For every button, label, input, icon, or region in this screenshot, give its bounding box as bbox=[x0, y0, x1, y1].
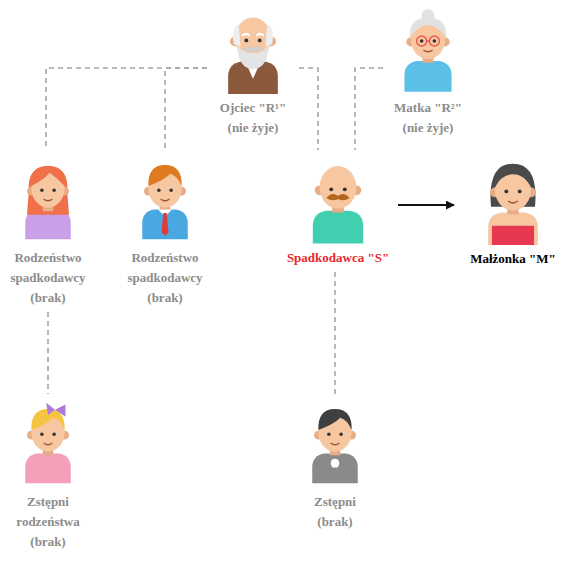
person-node: Zstępni (brak) bbox=[299, 396, 371, 534]
person-caption: Rodzeństwo spadkodawcy (brak) bbox=[4, 248, 92, 308]
person-caption: Zstępni rodzeństwa (brak) bbox=[4, 492, 92, 552]
person-caption: Rodzeństwo spadkodawcy (brak) bbox=[121, 248, 209, 308]
family-line bbox=[46, 68, 207, 150]
family-line bbox=[165, 68, 207, 150]
person-node: Zstępni rodzeństwa (brak) bbox=[3, 396, 93, 554]
person-icon bbox=[307, 398, 363, 488]
family-line bbox=[355, 68, 383, 150]
person-caption: Spadkodawca "S" bbox=[281, 248, 395, 268]
person-icon bbox=[307, 154, 369, 244]
person-node: Małżonka "M" bbox=[458, 155, 568, 271]
person-icon bbox=[20, 154, 76, 244]
family-line bbox=[334, 272, 336, 394]
family-line bbox=[299, 68, 318, 150]
person-node: Rodzeństwo spadkodawcy (brak) bbox=[3, 152, 93, 310]
person-caption: Matka "R²" (nie żyje) bbox=[384, 98, 472, 138]
person-caption: Małżonka "M" bbox=[459, 249, 567, 269]
person-icon bbox=[482, 157, 544, 245]
family-line bbox=[47, 312, 49, 394]
person-caption: Ojciec "R¹" (nie żyje) bbox=[208, 98, 298, 138]
person-node: Spadkodawca "S" bbox=[280, 152, 396, 270]
person-node: Rodzeństwo spadkodawcy (brak) bbox=[120, 152, 210, 310]
person-icon bbox=[221, 6, 285, 94]
person-icon bbox=[20, 398, 76, 488]
person-icon bbox=[137, 154, 193, 244]
person-icon bbox=[399, 6, 457, 94]
arrow-connector bbox=[398, 204, 454, 206]
person-node: Matka "R²" (nie żyje) bbox=[383, 4, 473, 140]
person-node: Ojciec "R¹" (nie żyje) bbox=[207, 4, 299, 140]
person-caption: Zstępni (brak) bbox=[300, 492, 370, 532]
